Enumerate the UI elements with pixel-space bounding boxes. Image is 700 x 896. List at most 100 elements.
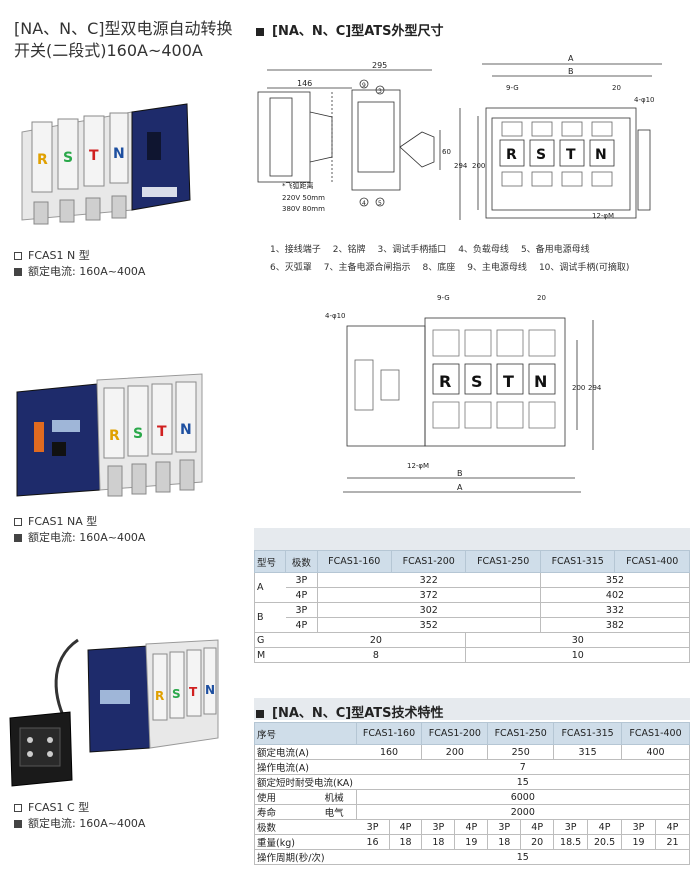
fly-arc-380: 380V 80mm (282, 205, 325, 213)
value-cell: 315 (553, 744, 623, 760)
value-cell: 19 (621, 834, 656, 850)
value-cell: 2000 (355, 804, 691, 820)
value-cell: 20 (285, 632, 467, 648)
dim-b: B (457, 469, 463, 478)
dim-b: B (568, 67, 574, 76)
product-rating: 额定电流: 160A~400A (28, 531, 146, 544)
header-cell: FCAS1-200 (421, 722, 489, 745)
value-cell: 10 (465, 647, 690, 663)
legend-item: 3、调试手柄插口 (377, 245, 447, 255)
table-row: 操作电流(A) 7 (254, 759, 691, 775)
table-row: B 3P 302 332 (253, 602, 691, 633)
row-label: 极数 (254, 819, 357, 835)
dim-294: 294 (454, 162, 468, 170)
svg-text:N: N (113, 146, 125, 162)
header-cell: FCAS1-315 (539, 550, 616, 573)
tech-section-title: [NA、N、C]型ATS技术特性 (256, 702, 444, 721)
row-label: 使用 (254, 789, 313, 805)
svg-text:S: S (63, 150, 73, 166)
row-label: G (253, 632, 286, 648)
value-cell: 4P (454, 819, 489, 835)
product-photo-na: R S T N (12, 362, 207, 502)
table-row: 4P 372 402 (255, 587, 691, 603)
dimension-table: 型号 极数 FCAS1-160 FCAS1-200 FCAS1-250 FCAS… (253, 550, 691, 663)
phase-t: T (566, 147, 576, 163)
value-cell: 6000 (355, 789, 691, 805)
value-cell: 3P (487, 819, 522, 835)
value-cell: 20 (520, 834, 555, 850)
svg-text:R: R (109, 428, 120, 444)
value-cell: 332 (539, 602, 691, 618)
table-row: 4P 352 382 (255, 617, 691, 633)
sub-label: 机械 (311, 789, 357, 805)
value-cell: 21 (654, 834, 691, 850)
value-cell: 372 (316, 587, 541, 603)
value-cell: 3P (421, 819, 456, 835)
value-cell: 18 (487, 834, 522, 850)
callout-5: 5 (378, 200, 382, 207)
header-cell: FCAS1-400 (621, 722, 690, 745)
legend-item: 2、铭牌 (332, 245, 366, 255)
value-cell: 400 (621, 744, 690, 760)
value-cell: 15 (355, 774, 691, 790)
front-view-drawing-2: 4-φ10 9-G 20 R S T N 200 294 12-φM B A (325, 290, 615, 500)
product-rating: 额定电流: 160A~400A (28, 265, 146, 278)
dims-section-title: [NA、N、C]型ATS外型尺寸 (256, 20, 444, 39)
product-caption-c: FCAS1 C 型 额定电流: 160A~400A (14, 800, 145, 832)
value-cell: 250 (487, 744, 555, 760)
table-row: A 3P 322 352 (253, 572, 691, 603)
phase-s: S (536, 147, 546, 163)
header-cell: 序号 (254, 722, 357, 745)
dim-a: A (568, 54, 574, 63)
product-caption-na: FCAS1 NA 型 额定电流: 160A~400A (14, 514, 145, 546)
value-cell: 3P (355, 819, 390, 835)
product-model: FCAS1 C 型 (28, 801, 90, 814)
row-label: 额定电流(A) (254, 744, 357, 760)
value-cell: 4P (388, 819, 423, 835)
dim-9g: 9-G (437, 294, 450, 302)
dim-a: A (457, 483, 463, 492)
value-cell: 7 (355, 759, 691, 775)
value-cell: 16 (355, 834, 390, 850)
value-cell: 200 (421, 744, 489, 760)
value-cell: 8 (285, 647, 467, 663)
table-row: 极数 3P 4P 3P 4P 3P 4P 3P 4P 3P 4P (254, 819, 691, 835)
value-cell: 160 (355, 744, 423, 760)
header-cell: FCAS1-200 (390, 550, 467, 573)
value-cell: 18 (388, 834, 423, 850)
legend-item: 6、灭弧罩 (270, 263, 312, 273)
callout-3: 3 (378, 88, 382, 95)
row-label: 寿命 (254, 804, 313, 820)
value-cell: 18.5 (553, 834, 589, 850)
value-cell: 4P (587, 819, 623, 835)
product-model: FCAS1 NA 型 (28, 515, 98, 528)
header-cell: FCAS1-160 (355, 722, 423, 745)
product-model: FCAS1 N 型 (28, 249, 90, 262)
value-cell: 4P (654, 819, 691, 835)
row-label: 额定短时耐受电流(KA) (254, 774, 357, 790)
dim-295: 295 (372, 62, 387, 70)
svg-text:S: S (172, 687, 181, 701)
dim-table-band (254, 528, 690, 550)
product-photo-c: R S T N (8, 630, 223, 788)
hole-12-phim: 12-φM (407, 462, 429, 470)
legend-item: 5、备用电源母线 (520, 245, 590, 255)
legend-item: 7、主备电源合闸指示 (323, 263, 411, 273)
title-line-1: [NA、N、C]型双电源自动转换 (14, 19, 233, 38)
phase-t: T (503, 372, 514, 391)
pole-cell: 4P (285, 617, 318, 633)
svg-text:N: N (180, 422, 192, 438)
table-row: 额定电流(A) 160 200 250 315 400 (254, 744, 690, 760)
value-cell: 352 (539, 572, 691, 588)
phase-n: N (595, 147, 607, 163)
table-row: 操作周期(秒/次) 15 (254, 849, 691, 865)
phase-r: R (506, 147, 517, 163)
row-label: 操作周期(秒/次) (254, 849, 357, 865)
legend-item: 1、接线端子 (270, 245, 321, 255)
fly-arc-title: *飞弧距离 (282, 181, 314, 190)
table-row: 额定短时耐受电流(KA) 15 (254, 774, 691, 790)
value-cell: 19 (454, 834, 489, 850)
square-bullet-icon (256, 709, 264, 718)
value-cell: 15 (355, 849, 691, 865)
